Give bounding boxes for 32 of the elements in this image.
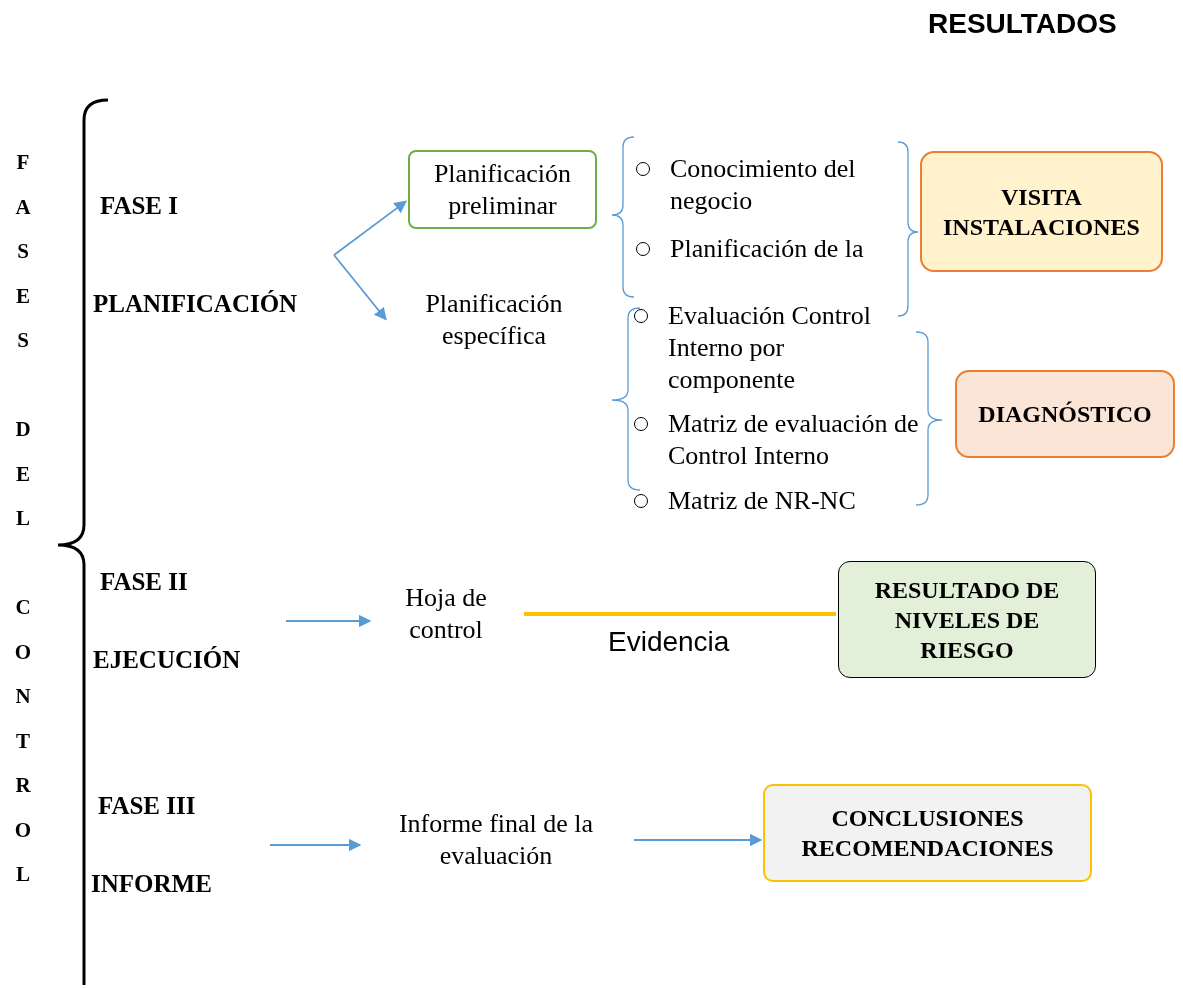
arrow <box>269 838 362 852</box>
result-box <box>763 784 1092 882</box>
process-box <box>408 150 597 229</box>
list-item-text: Matriz de NR-NC <box>668 485 856 517</box>
vertical-title: FASES DEL CONTROL <box>10 150 36 907</box>
step-label: Hoja de control <box>404 582 488 646</box>
arrow <box>333 200 407 256</box>
phase-name: INFORME <box>90 869 213 899</box>
list-item-text: Planificación de la <box>670 233 864 265</box>
result-box <box>838 561 1096 678</box>
step-label: Planificación específica <box>424 287 564 352</box>
arrow <box>285 614 372 628</box>
result-box <box>920 151 1163 272</box>
arrow <box>333 254 387 321</box>
phase-heading: FASE I <box>99 191 180 221</box>
phase-heading: FASE III <box>97 791 197 821</box>
box-label: RESULTADO DE NIVELES DE RIESGO <box>873 575 1061 665</box>
step-label: Informe final de la evaluación <box>397 808 595 872</box>
phase-heading: FASE II <box>99 567 189 597</box>
column-heading: RESULTADOS <box>928 8 1117 40</box>
phase-name: PLANIFICACIÓN <box>92 289 299 319</box>
result-box <box>955 370 1175 458</box>
list-item-text: Evaluación Control Interno por componente <box>668 300 872 396</box>
box-label: Planificación preliminar <box>432 157 573 222</box>
arrow <box>633 833 763 847</box>
phase-name: EJECUCIÓN <box>92 645 242 675</box>
list-item-text: Matriz de evaluación de Control Interno <box>668 408 920 472</box>
list-item-text: Conocimiento del negocio <box>670 153 857 217</box>
box-label: CONCLUSIONES RECOMENDACIONES <box>800 804 1055 863</box>
box-label: DIAGNÓSTICO <box>978 400 1152 429</box>
connector-line <box>524 612 836 616</box>
box-label: VISITA INSTALACIONES <box>942 182 1141 242</box>
